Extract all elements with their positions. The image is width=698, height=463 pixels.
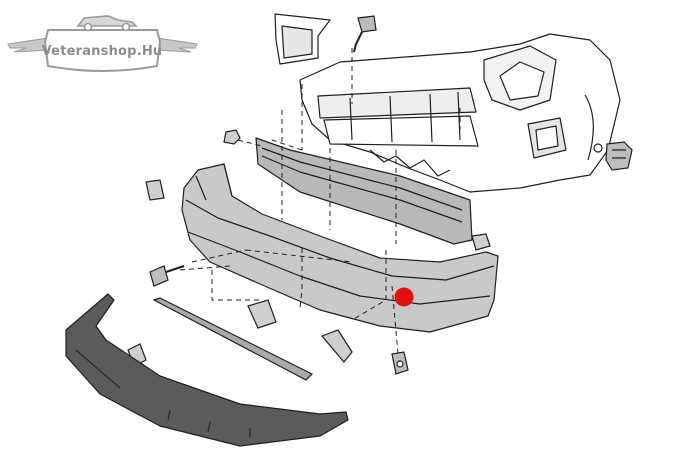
logo-text: Veteranshop.Hu bbox=[42, 44, 163, 59]
bumper-trim-strip bbox=[152, 297, 314, 381]
side-clip bbox=[593, 141, 633, 171]
logo-right-wing bbox=[156, 37, 198, 53]
bumper-reinforcement bbox=[255, 137, 473, 245]
right-clip bbox=[471, 233, 491, 251]
lower-spoiler bbox=[65, 293, 349, 447]
logo-badge bbox=[43, 29, 162, 72]
assembly-guide-lines bbox=[179, 48, 461, 355]
right-reflector bbox=[320, 329, 353, 363]
bumper-cover bbox=[181, 163, 499, 333]
fastening-screw bbox=[149, 265, 185, 287]
highlighted-part-marker bbox=[394, 287, 414, 307]
push-rivet bbox=[391, 351, 409, 375]
classic-car-icon bbox=[76, 15, 138, 32]
mount-nut bbox=[223, 129, 241, 145]
left-reflector bbox=[247, 299, 277, 329]
top-screw bbox=[353, 15, 377, 53]
end-bracket bbox=[145, 179, 165, 201]
veteranshop-logo[interactable]: Veteranshop.Hu bbox=[7, 15, 198, 72]
